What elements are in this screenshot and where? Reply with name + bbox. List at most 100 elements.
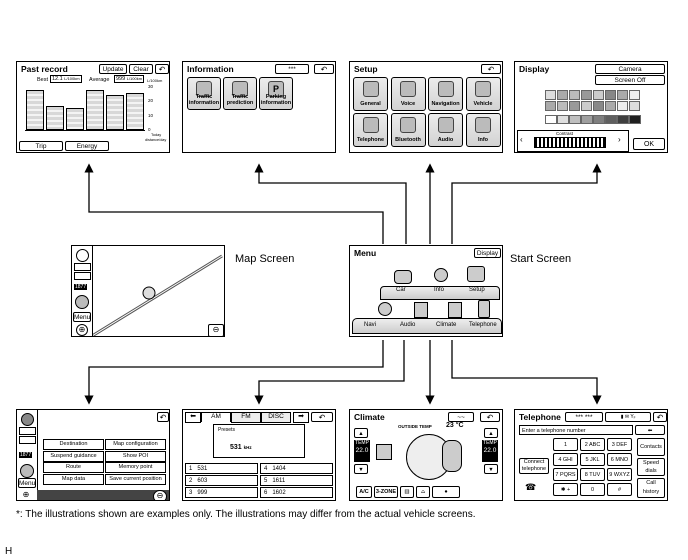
tab-am[interactable]: AM: [201, 412, 231, 422]
setup-tile-general[interactable]: General: [353, 77, 388, 111]
front-defog-button[interactable]: ⌓: [416, 486, 430, 498]
connect-telephone-button[interactable]: Connect telephone: [519, 458, 549, 474]
traffic-information-tile[interactable]: Traffic information: [187, 77, 221, 110]
temp-left-up[interactable]: ▲: [354, 428, 368, 438]
station-preset[interactable]: 1 531: [185, 463, 258, 474]
zoom-in-icon[interactable]: ⊕: [76, 324, 88, 336]
past-record-screen: Past record Update Clear ↶ Best 12.1 L/1…: [16, 61, 170, 153]
contrast-left-arrow[interactable]: ‹: [520, 135, 523, 144]
zoom-in-icon[interactable]: ⊕: [22, 490, 30, 499]
keypad-key[interactable]: ✱ +: [553, 483, 578, 496]
zoom-out-icon[interactable]: ⊖: [208, 324, 224, 336]
menu-button[interactable]: Menu: [73, 312, 91, 322]
menu-item-setup[interactable]: Setup: [469, 287, 485, 293]
back-button[interactable]: ↶: [155, 64, 169, 74]
update-button[interactable]: Update: [99, 64, 127, 74]
setup-tile-audio[interactable]: Audio: [428, 113, 463, 147]
display-button[interactable]: Display: [474, 248, 501, 258]
navi-item-map-configuration[interactable]: Map configuration: [105, 439, 166, 450]
number-input[interactable]: Enter a telephone number: [519, 425, 633, 435]
keypad-key[interactable]: #: [607, 483, 632, 496]
energy-button[interactable]: Energy: [65, 141, 109, 151]
3-zone-button[interactable]: 3-ZONE: [374, 486, 398, 498]
menu-item-info[interactable]: Info: [434, 287, 445, 293]
back-button[interactable]: ↶: [653, 412, 667, 422]
navi-item-route[interactable]: Route: [43, 462, 104, 473]
station-preset[interactable]: 2 603: [185, 475, 258, 486]
compass-icon[interactable]: [21, 413, 34, 426]
navi-item-destination[interactable]: Destination: [43, 439, 104, 450]
menu-item-navi[interactable]: Navi: [364, 322, 377, 328]
keypad-key[interactable]: 2 ABC: [580, 438, 605, 451]
temp-right-up[interactable]: ▲: [484, 428, 498, 438]
contacts-button[interactable]: Contacts: [637, 438, 665, 456]
menu-item-audio[interactable]: Audio: [400, 322, 416, 328]
station-preset[interactable]: 4 1404: [260, 463, 333, 474]
navi-item-suspend-guidance[interactable]: Suspend guidance: [43, 450, 104, 462]
keypad-key[interactable]: 6 MNO: [607, 453, 632, 466]
back-button[interactable]: ↶: [481, 64, 501, 74]
navi-item-map-data[interactable]: Map data: [43, 473, 104, 485]
clear-button[interactable]: Clear: [129, 64, 153, 74]
call-history-button[interactable]: Call history: [637, 478, 665, 498]
phone-icon[interactable]: ☎: [525, 482, 537, 492]
stars-button[interactable]: ***: [275, 64, 309, 74]
scale-bar[interactable]: [19, 427, 36, 435]
contrast-slider[interactable]: [534, 137, 606, 148]
concierge-button[interactable]: ●: [432, 486, 460, 498]
trip-information-button[interactable]: Trip information: [19, 141, 63, 151]
back-button[interactable]: ↶: [311, 412, 333, 422]
setup-tile-telephone[interactable]: Telephone: [353, 113, 388, 147]
scale-bar[interactable]: [74, 263, 91, 271]
keypad-key[interactable]: 8 TUV: [580, 468, 605, 481]
camera-button[interactable]: Camera: [595, 64, 665, 74]
setup-tile-info[interactable]: Info: [465, 113, 501, 147]
backspace-button[interactable]: ⬅: [635, 425, 665, 435]
traffic-prediction-tile[interactable]: Traffic prediction: [223, 77, 257, 110]
back-button[interactable]: ↶: [157, 412, 169, 422]
prev-source-icon[interactable]: ⬅: [185, 412, 201, 423]
keypad-key[interactable]: 0: [580, 483, 605, 496]
back-button[interactable]: ↶: [480, 412, 500, 422]
navi-item-memory-point[interactable]: Memory point: [105, 462, 166, 473]
menu-item-telephone[interactable]: Telephone: [469, 322, 497, 328]
back-button[interactable]: ↶: [314, 64, 334, 74]
screen-off-button[interactable]: Screen Off: [595, 75, 665, 85]
setup-tile-vehicle[interactable]: Vehicle: [465, 77, 501, 111]
zoom-icon[interactable]: [74, 272, 91, 280]
keypad-key[interactable]: 9 WXYZ: [607, 468, 632, 481]
speed-dials-button[interactable]: Speed dials: [637, 458, 665, 476]
ac-button[interactable]: A/C: [356, 486, 372, 498]
station-preset[interactable]: 5 1611: [260, 475, 333, 486]
navi-item-save-current-position[interactable]: Save current position: [105, 473, 166, 485]
information-screen: Information *** ↶ Traffic information Tr…: [182, 61, 336, 153]
keypad-key[interactable]: 3 DEF: [607, 438, 632, 451]
menu-button[interactable]: Menu: [18, 478, 36, 488]
rear-defog-button[interactable]: ▥: [400, 486, 414, 498]
temp-left-down[interactable]: ▼: [354, 464, 368, 474]
navi-item-show-poi[interactable]: Show POI: [105, 450, 166, 462]
keypad-key[interactable]: 7 PQRS: [553, 468, 578, 481]
contrast-right-arrow[interactable]: ›: [618, 135, 621, 144]
zoom-out-icon[interactable]: ⊖: [153, 490, 167, 500]
setup-tile-bluetooth[interactable]: Bluetooth: [390, 113, 426, 147]
menu-item-climate[interactable]: Climate: [436, 322, 457, 328]
setup-tile-navigation[interactable]: Navigation: [428, 77, 463, 111]
station-preset[interactable]: 3 999: [185, 487, 258, 498]
temp-right-down[interactable]: ▼: [484, 464, 498, 474]
station-preset[interactable]: 6 1602: [260, 487, 333, 498]
setup-tile-voice[interactable]: Voice: [390, 77, 426, 111]
ok-button[interactable]: OK: [633, 138, 665, 150]
tab-fm[interactable]: FM: [231, 412, 261, 423]
next-source-icon[interactable]: ➡: [293, 412, 309, 423]
compass-icon[interactable]: [76, 249, 89, 262]
fan-icon[interactable]: [376, 444, 392, 460]
menu-item-car[interactable]: Car: [396, 287, 406, 293]
keypad-key[interactable]: 5 JKL: [580, 453, 605, 466]
keypad-key[interactable]: 4 GHI: [553, 453, 578, 466]
tab-disc[interactable]: DISC: [261, 412, 291, 423]
airflow-button[interactable]: ~~: [448, 412, 474, 422]
keypad-key[interactable]: 1: [553, 438, 578, 451]
zoom-icon[interactable]: [19, 436, 36, 444]
